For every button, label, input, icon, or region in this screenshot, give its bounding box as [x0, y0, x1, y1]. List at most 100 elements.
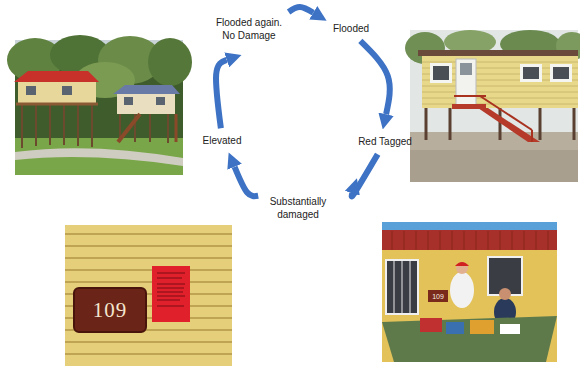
yellow-house-photo-part-part: [422, 98, 578, 99]
boat-photo-part: [446, 322, 464, 334]
boat-photo-part: [420, 318, 442, 332]
boat-photo-part: [470, 320, 494, 334]
elevated-houses-photo-part: [14, 71, 99, 82]
house-number: 109: [93, 298, 128, 323]
boat-photo-part-part: [404, 231, 405, 250]
yellow-house-photo-part: [410, 30, 578, 182]
red-tag-photo: [65, 225, 232, 366]
red-tag-photo-part-part: [157, 292, 183, 293]
red-tag-photo-part: [65, 234, 232, 354]
yellow-house-photo-part: [531, 130, 533, 142]
elevated-houses-photo-part: [148, 38, 192, 86]
step-text: Flooded: [333, 22, 369, 36]
red-tag-photo-part: [74, 288, 146, 332]
boat-photo-part-part: [452, 231, 453, 250]
yellow-house-photo-part-part: [422, 92, 578, 93]
yellow-house-photo-part: [480, 96, 532, 130]
yellow-house-photo-part: [410, 132, 578, 182]
boat-photo-part-part: [402, 261, 403, 313]
boat-photo-part-part: [512, 231, 513, 250]
yellow-house-photo-part-part: [539, 108, 542, 140]
red-tag-photo-part-part: [157, 273, 185, 274]
yellow-house-photo-part-part: [422, 62, 578, 63]
elevated-houses-photo-part: [15, 138, 183, 175]
boat-photo-part-part: [394, 261, 395, 313]
elevated-houses-photo-part: [118, 114, 140, 142]
yellow-house-photo-part: [430, 63, 452, 83]
red-tag-photo-part-part: [157, 278, 182, 279]
house-number: 109: [432, 293, 444, 300]
elevated-houses-photo-part: [156, 97, 165, 105]
yellow-house-photo-part: [523, 67, 539, 79]
yellow-house-photo-part-part: [422, 104, 578, 105]
yellow-house-photo-part: [422, 62, 578, 104]
boat-photo-part: [382, 222, 557, 362]
red-tag-photo-part-part: [157, 296, 185, 297]
cycle-step: Red Tagged: [355, 133, 415, 151]
step-text: Flooded again. No Damage: [213, 16, 285, 43]
step-text: Substantially damaged: [265, 195, 331, 222]
red-tag-photo-part-part: [65, 257, 232, 259]
boat-photo-part: [382, 230, 557, 250]
elevated-houses-photo-part: [16, 103, 98, 106]
boat-photo-part-part: [476, 231, 477, 250]
red-tag-photo-part-part: [157, 306, 184, 307]
step-text: Elevated: [203, 134, 242, 148]
boat-photo-part: [499, 288, 511, 300]
red-tag-photo-part: [65, 225, 232, 366]
yellow-house-photo-part-part: [425, 108, 428, 140]
red-tag-photo-part-part: [157, 284, 185, 285]
elevated-houses-photo-part-part: [91, 104, 93, 147]
boat-photo-part-part: [428, 231, 429, 250]
elevated-houses-photo-part: [22, 104, 92, 148]
cycle-step: Elevated: [200, 132, 245, 150]
elevated-houses-photo-part-part: [49, 104, 51, 145]
boat-photo-part: [428, 290, 448, 302]
cycle-arrow: [352, 154, 378, 196]
yellow-house-photo-part: [478, 108, 540, 142]
red-tag-photo-part-part: [65, 245, 232, 247]
yellow-house-photo: [405, 30, 580, 182]
boat-photo-part-part: [524, 231, 525, 250]
yellow-house-photo-part: [422, 56, 578, 108]
boat-photo-part: [455, 262, 469, 266]
red-tag-photo-part: [152, 266, 190, 322]
boat-photo-part-part: [410, 261, 411, 313]
elevated-houses-photo-part-part: [149, 113, 151, 142]
elevated-houses-photo-part: [117, 92, 175, 114]
boat-photo-part-part: [440, 231, 441, 250]
boat-photo-part-part: [392, 231, 393, 250]
boat-photo-part: [500, 324, 520, 334]
cycle-step: Substantially damaged: [262, 193, 334, 224]
cycle-step: Flooded: [330, 20, 372, 38]
red-tag-photo-part-part: [65, 353, 232, 355]
elevated-houses-photo-part: [15, 148, 183, 166]
boat-photo-part: [394, 261, 410, 313]
yellow-house-photo-part-part: [573, 108, 576, 140]
yellow-house-photo-part: [550, 64, 572, 82]
yellow-house-photo-part: [520, 64, 542, 82]
boat-photo-part: [392, 231, 548, 250]
yellow-house-photo-part-part: [449, 108, 452, 140]
elevated-houses-photo-part: [113, 85, 180, 94]
boat-photo: [382, 222, 557, 362]
yellow-house-photo-part: [418, 50, 578, 56]
elevated-houses-photo-part: [18, 80, 96, 105]
cycle-arrow: [289, 7, 314, 13]
boat-photo-part-part: [488, 231, 489, 250]
boat-photo-part: [386, 260, 418, 314]
red-tag-photo-part: [157, 273, 185, 306]
cycle-arrow: [360, 41, 389, 114]
boat-photo-part: [450, 272, 474, 308]
elevated-houses-photo-part-part: [35, 104, 37, 146]
elevated-houses-photo: [7, 35, 192, 175]
red-tag-photo-part-part: [157, 288, 184, 289]
cycle-arrow: [216, 60, 227, 128]
cycle-arrow: [235, 167, 259, 196]
yellow-house-photo-part: [456, 59, 476, 105]
boat-photo-part-part: [416, 231, 417, 250]
elevated-houses-photo-part-part: [167, 113, 169, 143]
red-tag-photo-part-part: [157, 300, 180, 301]
